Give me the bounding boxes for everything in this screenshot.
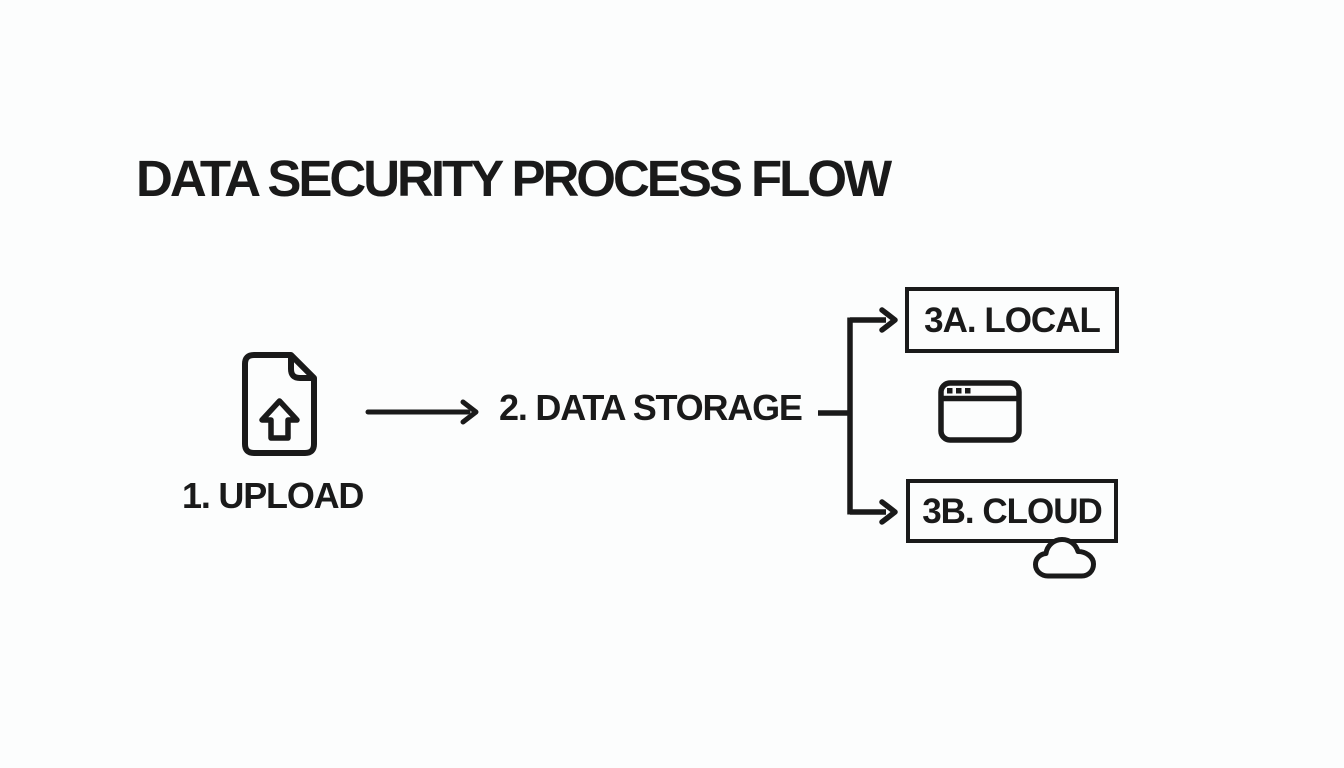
node-3b-label: 3B. CLOUD: [922, 491, 1103, 531]
arrow-right-icon: [365, 398, 481, 426]
step2-data-storage-label: 2. DATA STORAGE: [499, 387, 803, 428]
step1-upload-label: 1. UPLOAD: [182, 475, 364, 516]
branch-split-connector: [814, 298, 906, 530]
node-3a-label: 3A. LOCAL: [924, 300, 1101, 340]
node-3a-local: 3A. LOCAL: [905, 287, 1119, 353]
document-upload-icon: [236, 350, 323, 459]
browser-window-icon: [938, 380, 1022, 443]
node-3b-cloud: 3B. CLOUD: [906, 479, 1118, 543]
cloud-icon: [1032, 535, 1098, 581]
page-title: DATA SECURITY PROCESS FLOW: [136, 150, 892, 207]
